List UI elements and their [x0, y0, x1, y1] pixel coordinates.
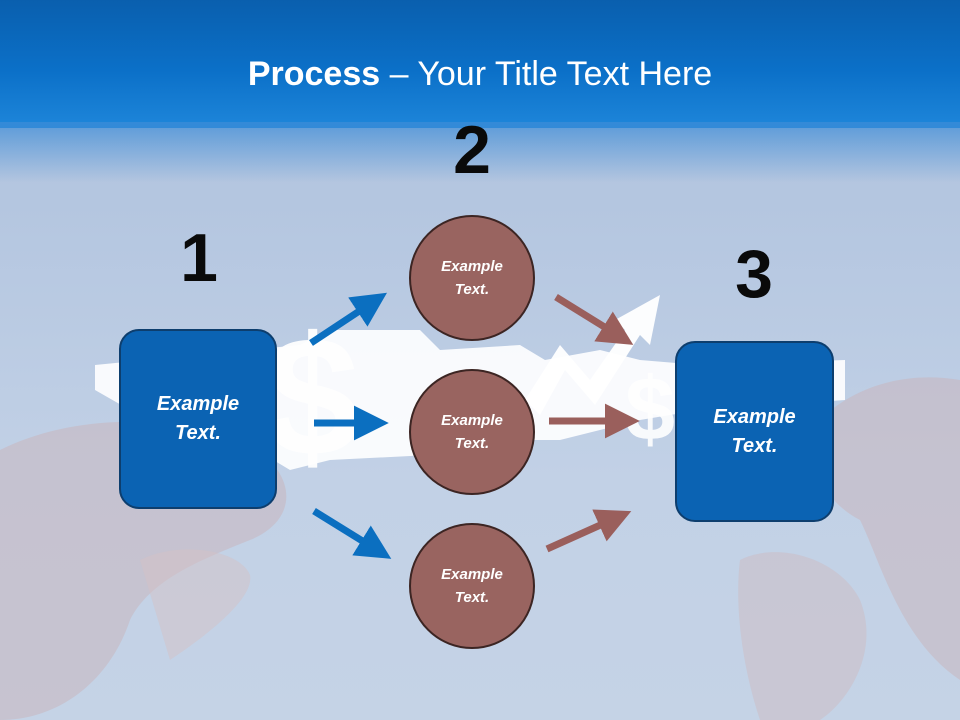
step-3-text-line1: Example: [713, 405, 796, 428]
step-1-text-line1: Example: [156, 393, 240, 415]
circle-bottom-text-line1: Example: [441, 566, 503, 583]
step-1-text-line2: Text.: [175, 422, 221, 444]
step-3-box: Example Text.: [675, 341, 834, 522]
title-rest: – Your Title Text Here: [380, 55, 713, 93]
header-fade: [0, 122, 960, 182]
dollar-sign-decoration: $: [265, 302, 360, 492]
circle-middle-text-line2: Text.: [454, 435, 490, 452]
circle-middle-text-line1: Example: [441, 412, 503, 429]
step-2-circle-bottom: Example Text.: [409, 523, 535, 649]
circle-top-text-line2: Text.: [454, 281, 490, 298]
arrow-box1-to-circle-bottom: [312, 508, 392, 559]
step-2-circle-middle: Example Text.: [409, 369, 535, 495]
arrow-box1-to-circle-top: [309, 292, 388, 346]
step-number-2: 2: [453, 112, 491, 188]
circle-top-text-line1: Example: [441, 258, 503, 275]
step-2-circle-top: Example Text.: [409, 215, 535, 341]
header-bar: [0, 0, 960, 128]
arrow-circle-bottom-to-box3: [545, 509, 632, 553]
step-3-text-line2: Text.: [731, 434, 778, 457]
step-number-1: 1: [180, 220, 218, 296]
step-1-box: Example Text.: [119, 329, 277, 509]
slide-title: Process – Your Title Text Here: [0, 52, 960, 96]
title-bold: Process: [247, 55, 381, 93]
right-hand-shape: [812, 377, 960, 680]
arrow-circle-top-to-box3: [554, 294, 634, 345]
step-number-3: 3: [735, 236, 773, 312]
circle-bottom-text-line2: Text.: [454, 589, 490, 606]
